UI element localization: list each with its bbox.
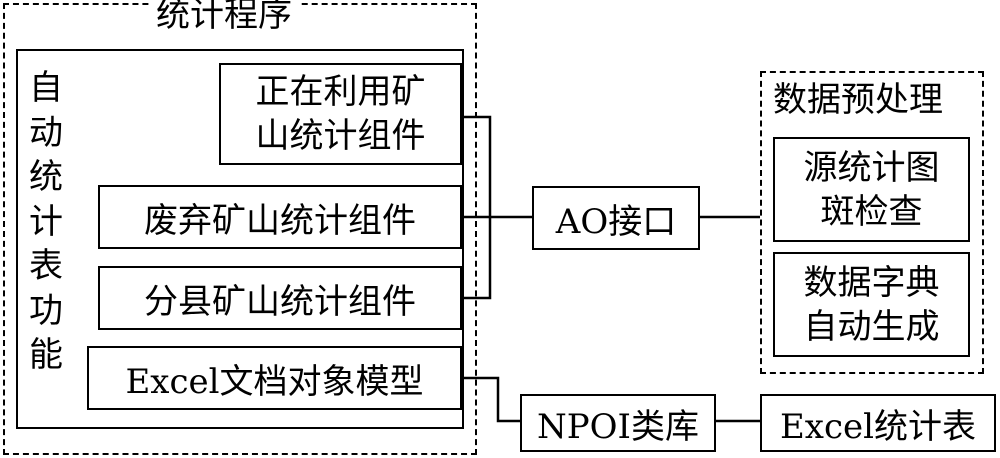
active-mine-label: 正在利用矿山统计组件	[255, 72, 426, 156]
source-check-label: 源统计图斑检查	[803, 147, 940, 232]
county-mine-component: 分县矿山统计组件	[98, 266, 462, 330]
excel-model-component: Excel文档对象模型	[87, 346, 462, 410]
npoi-library-label: NPOI类库	[537, 406, 699, 447]
dictionary-gen-box: 数据字典自动生成	[773, 252, 970, 357]
abandoned-mine-label: 废弃矿山统计组件	[144, 200, 416, 241]
npoi-library-box: NPOI类库	[520, 394, 716, 452]
excel-output-label: Excel统计表	[779, 406, 977, 447]
preprocessing-group	[760, 71, 984, 374]
stats-program-title: 统计程序	[150, 0, 298, 37]
ao-interface-box: AO接口	[532, 186, 700, 250]
ao-interface-label: AO接口	[555, 201, 677, 242]
auto-table-label: 自动统计表功能	[29, 68, 63, 375]
source-check-box: 源统计图斑检查	[773, 137, 970, 242]
excel-model-label: Excel文档对象模型	[125, 361, 424, 402]
dictionary-gen-label: 数据字典自动生成	[803, 262, 940, 347]
active-mine-component: 正在利用矿山统计组件	[219, 63, 462, 165]
preprocessing-title: 数据预处理	[773, 80, 943, 120]
excel-output-box: Excel统计表	[760, 394, 996, 452]
abandoned-mine-component: 废弃矿山统计组件	[98, 185, 462, 249]
county-mine-label: 分县矿山统计组件	[144, 281, 416, 322]
excel-npoi-connector	[462, 376, 520, 423]
